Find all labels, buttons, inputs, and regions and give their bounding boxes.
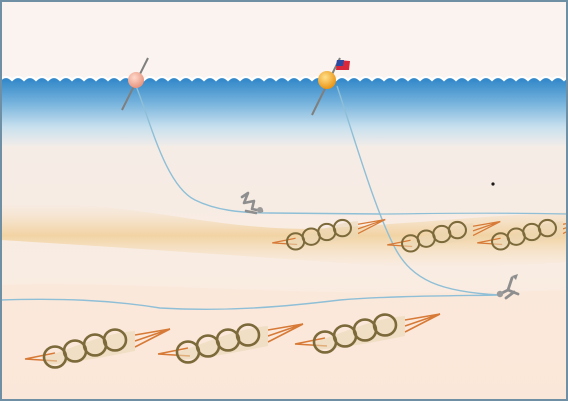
- flag-icon: [336, 60, 350, 70]
- buoy-left-float: [128, 72, 144, 88]
- buoy-right-float: [318, 71, 336, 89]
- sky-area: [0, 0, 568, 80]
- speck-mark: [491, 182, 494, 185]
- sea-surface-band: [0, 78, 568, 148]
